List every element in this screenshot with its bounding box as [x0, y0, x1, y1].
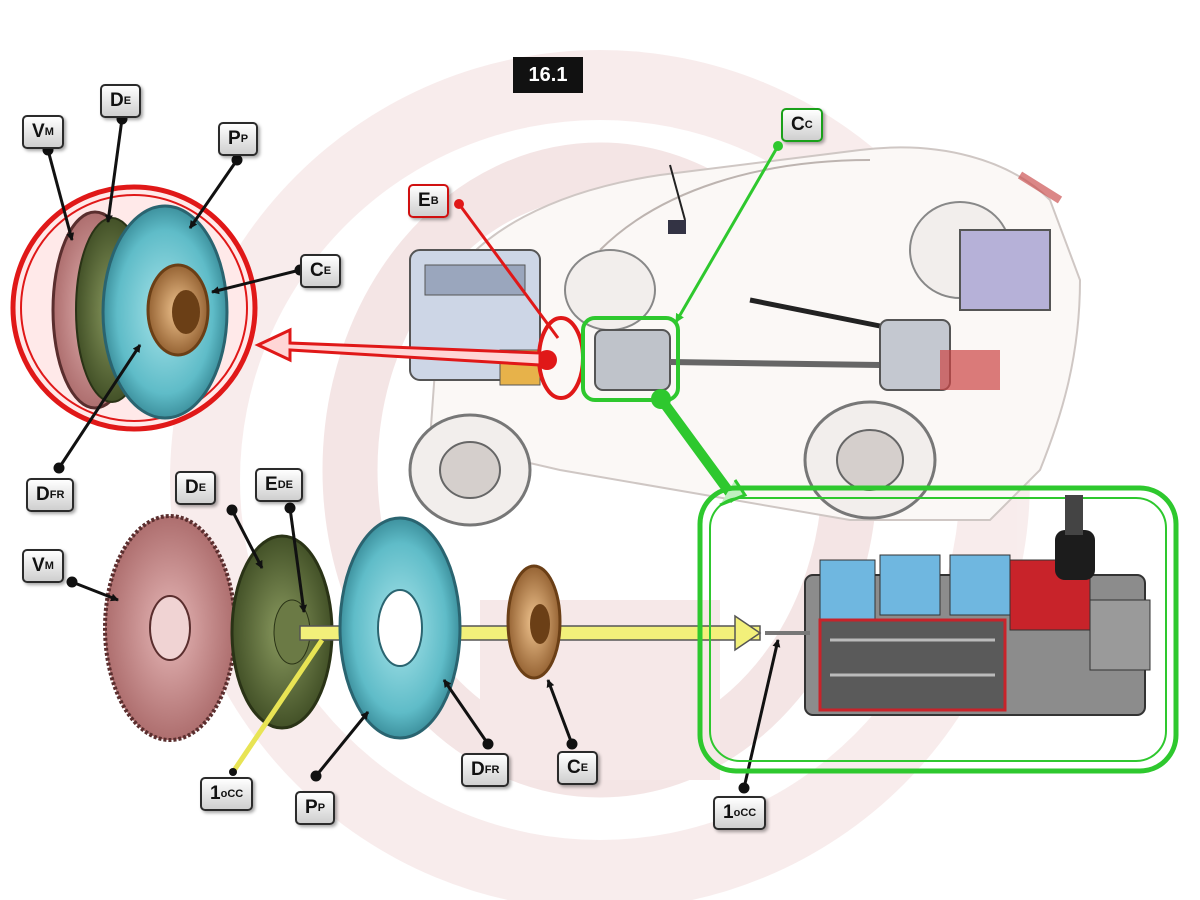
clutch-callout-arrow — [254, 327, 542, 367]
gearbox-location-marker — [581, 316, 680, 402]
clutch-location-dot — [537, 350, 557, 370]
figure-number: 16.1 — [513, 57, 583, 93]
clutch-assembly-bottom — [103, 514, 762, 742]
gearbox-small — [594, 329, 671, 391]
top-leaders — [42, 113, 306, 474]
clutch-assembly-top — [10, 184, 258, 432]
bottom-leaders — [66, 502, 781, 794]
driveshaft — [669, 359, 881, 368]
gearbox-callout-arrow — [656, 396, 740, 503]
fuel-tank — [959, 229, 1051, 311]
gearbox-cutaway — [697, 485, 1179, 774]
first-cc-yellow-leader — [230, 638, 325, 774]
rear-differential — [879, 319, 951, 391]
eb-leader — [457, 203, 560, 339]
cc-leader — [674, 145, 780, 323]
